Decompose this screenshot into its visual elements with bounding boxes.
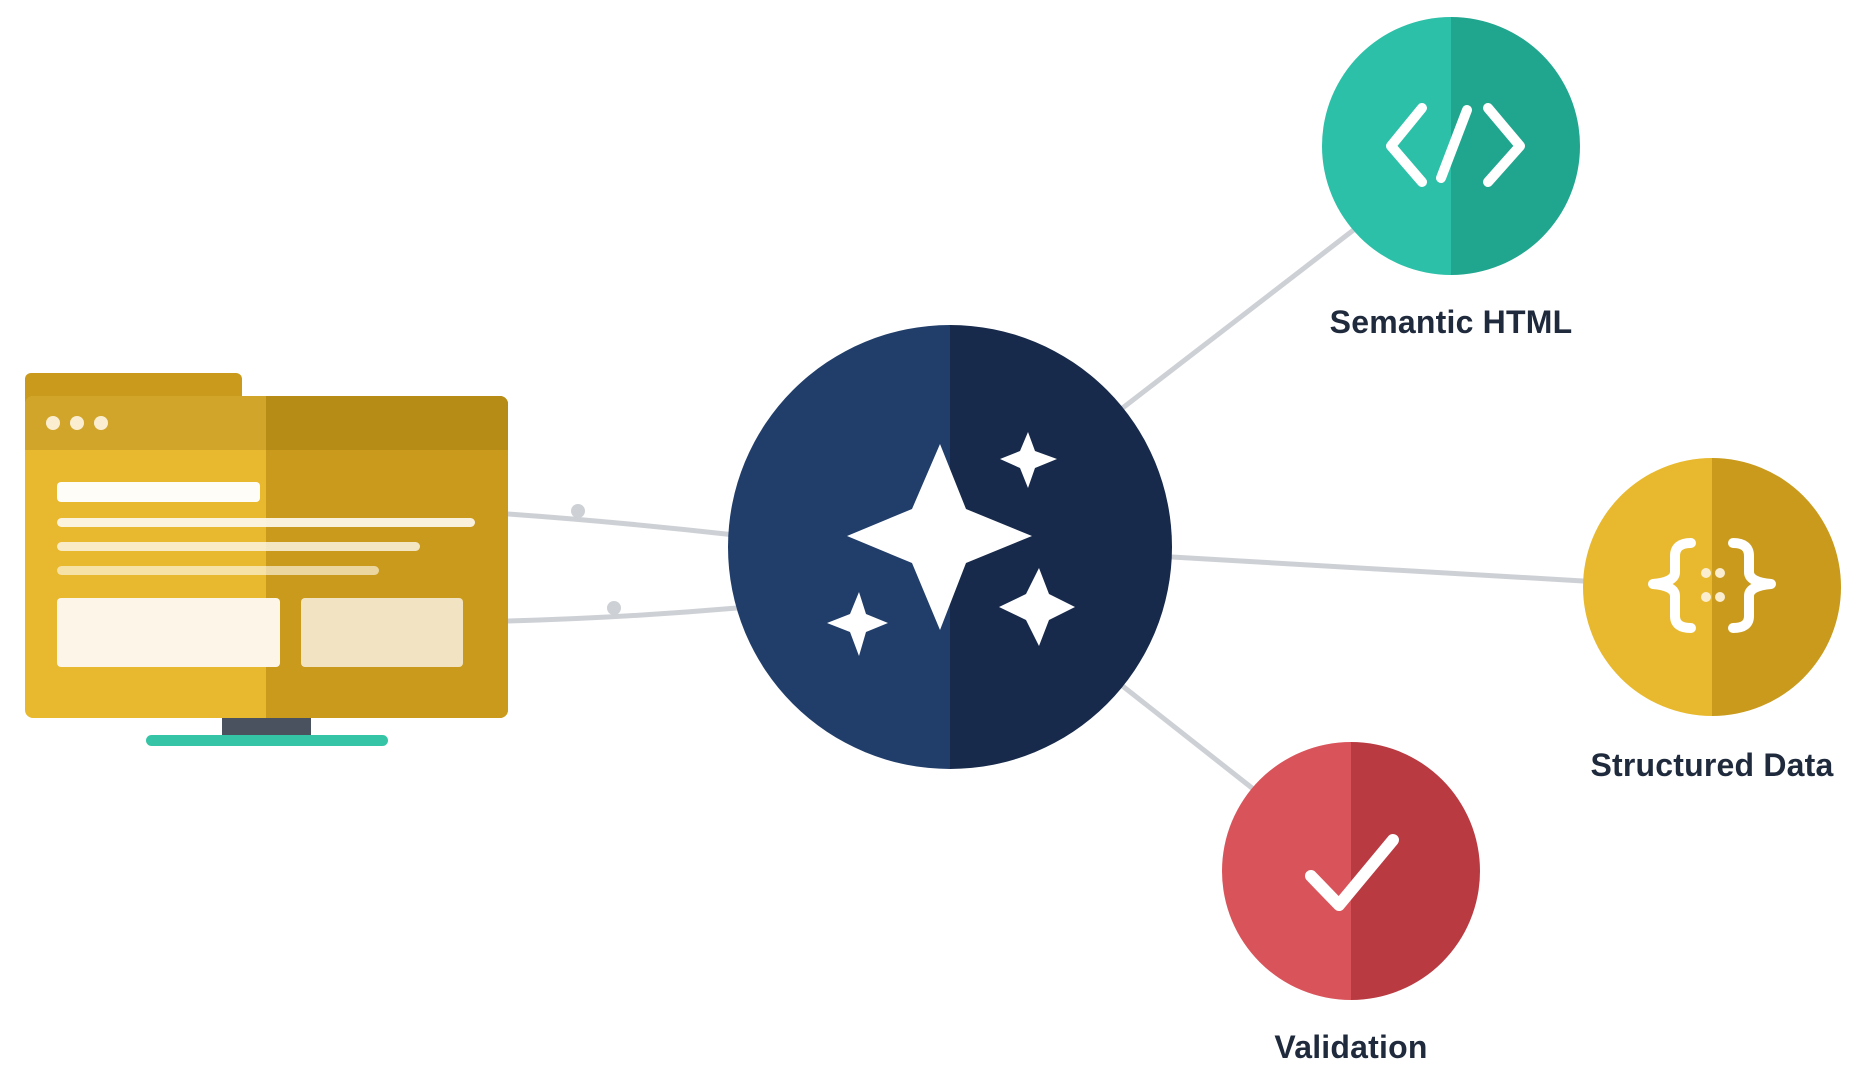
page-text-line <box>57 566 379 575</box>
sparkles-icon <box>827 432 1075 656</box>
monitor-stand <box>222 718 311 735</box>
page-title-bar <box>57 482 260 502</box>
page-text-line <box>57 518 475 527</box>
window-dot <box>70 416 84 430</box>
connectors <box>505 222 1586 791</box>
window-dot <box>94 416 108 430</box>
connector-dot <box>607 601 621 615</box>
page-card <box>57 598 280 667</box>
structured-data-label: Structured Data <box>1590 747 1834 783</box>
page-card <box>301 598 463 667</box>
checkmark-icon <box>1305 834 1399 911</box>
validation-node <box>1222 742 1480 1000</box>
webpage-node <box>25 373 508 746</box>
code-brackets-icon <box>1386 103 1525 187</box>
curly-braces-icon <box>1648 538 1776 633</box>
connector-webpage-hub-top <box>505 511 738 538</box>
semantic-html-node <box>1322 17 1580 275</box>
connector-hub-semantic-html <box>1117 222 1363 413</box>
connector-hub-structured-data <box>1169 554 1586 584</box>
page-text-line <box>57 542 420 551</box>
semantic-html-label: Semantic HTML <box>1329 304 1573 340</box>
validation-label: Validation <box>1274 1029 1428 1065</box>
connector-hub-validation <box>1117 681 1255 791</box>
monitor-base <box>146 735 388 746</box>
hub-node <box>728 325 1172 769</box>
connector-webpage-hub-bottom <box>505 605 740 624</box>
window-dot <box>46 416 60 430</box>
connector-dot <box>571 504 585 518</box>
structured-data-node <box>1583 458 1841 716</box>
